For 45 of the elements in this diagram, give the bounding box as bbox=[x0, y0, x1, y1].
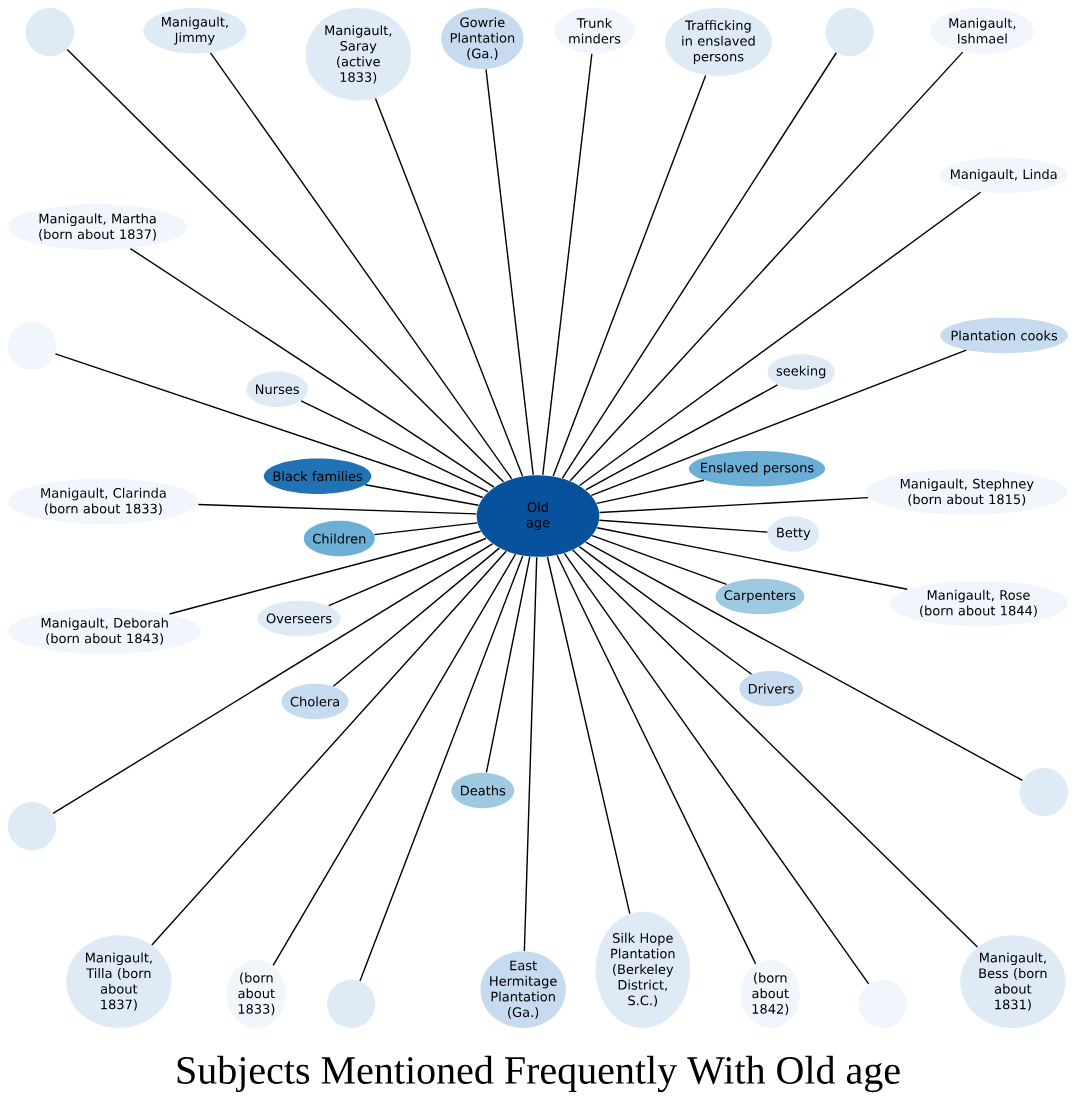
connector-line bbox=[151, 550, 507, 946]
connector-line bbox=[373, 522, 478, 536]
connector-line bbox=[598, 496, 869, 514]
connector-line bbox=[569, 51, 964, 482]
connector-line bbox=[572, 549, 979, 948]
chart-title: Subjects Mentioned Frequently With Old age bbox=[177, 1055, 900, 1093]
connector-line bbox=[485, 556, 531, 774]
connector-line bbox=[332, 547, 501, 687]
connector-line bbox=[546, 556, 631, 915]
blank-bubble bbox=[1019, 767, 1068, 817]
connector-line bbox=[52, 543, 494, 815]
connector-line bbox=[66, 48, 505, 483]
connector-line bbox=[197, 503, 478, 515]
connector-line bbox=[563, 552, 870, 985]
connector-line bbox=[591, 534, 728, 586]
connector-line bbox=[590, 349, 967, 496]
connector-line bbox=[596, 479, 705, 504]
connector-line bbox=[300, 400, 489, 493]
connector-line bbox=[578, 191, 982, 487]
connector-line bbox=[585, 384, 779, 491]
connector-line bbox=[578, 545, 753, 675]
connector-line bbox=[523, 556, 538, 952]
blank-bubble bbox=[327, 979, 376, 1028]
connector-line bbox=[359, 555, 524, 982]
connector-line bbox=[485, 68, 534, 476]
blank-bubble bbox=[858, 979, 907, 1028]
connector-line bbox=[54, 353, 484, 499]
connector-line bbox=[598, 519, 769, 533]
connector-line bbox=[561, 52, 837, 479]
blank-bubble bbox=[825, 8, 874, 57]
connector-line bbox=[374, 97, 524, 477]
connector-line bbox=[596, 527, 908, 590]
connector-line bbox=[168, 530, 482, 615]
connector-line bbox=[585, 541, 1024, 782]
connector-line bbox=[364, 484, 480, 506]
blank-bubble bbox=[8, 802, 57, 851]
connector-line bbox=[556, 554, 757, 965]
connector-line bbox=[272, 553, 517, 967]
blank-bubble bbox=[8, 321, 57, 371]
connector-line bbox=[552, 74, 707, 477]
connector-line bbox=[209, 52, 513, 480]
connector-line bbox=[542, 53, 593, 476]
blank-bubble bbox=[25, 8, 74, 57]
connector-line bbox=[129, 247, 495, 488]
connector-line bbox=[328, 537, 487, 607]
